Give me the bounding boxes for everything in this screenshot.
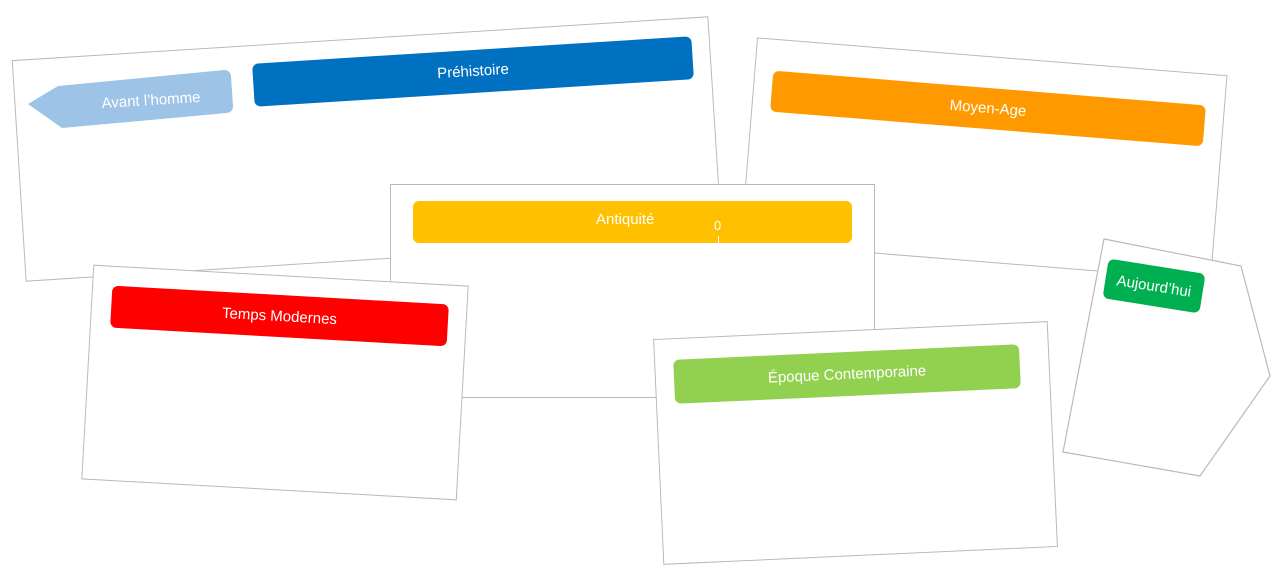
timeline-origin-label: 0 [714,218,722,233]
antiquity-label: Antiquité [413,201,852,243]
timeline-origin-tick [718,236,719,244]
before-man-arrow-shape [28,70,233,128]
